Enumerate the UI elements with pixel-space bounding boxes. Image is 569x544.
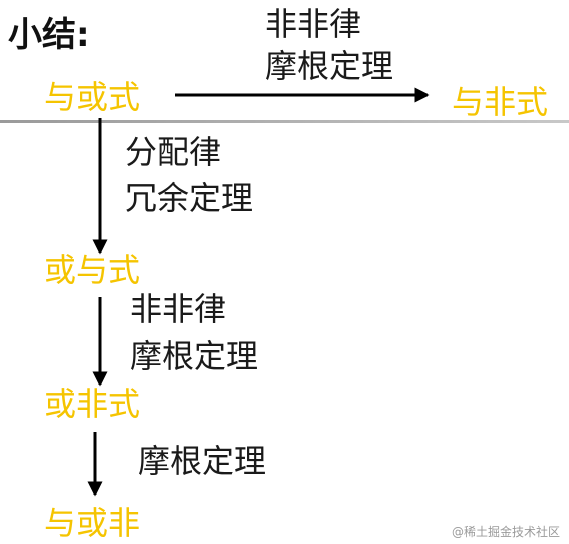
law-step1-line2: 冗余定理 (125, 179, 254, 217)
form-or-and: 或与式 (44, 251, 141, 289)
divider-line (0, 120, 569, 123)
summary-title: 小结: (8, 15, 90, 55)
law-step1-line1: 分配律 (125, 133, 222, 171)
law-step2-line1: 非非律 (130, 290, 227, 328)
law-top-line1: 非非律 (265, 5, 362, 43)
form-and-or-not: 与或非 (44, 504, 141, 542)
form-and-not: 与非式 (452, 83, 549, 121)
law-step2-line2: 摩根定理 (130, 337, 259, 375)
law-top-line2: 摩根定理 (265, 47, 394, 85)
law-step3-line1: 摩根定理 (138, 442, 267, 480)
watermark: @稀土掘金技术社区 (452, 525, 561, 539)
form-or-not: 或非式 (44, 385, 141, 423)
form-and-or: 与或式 (44, 78, 141, 116)
